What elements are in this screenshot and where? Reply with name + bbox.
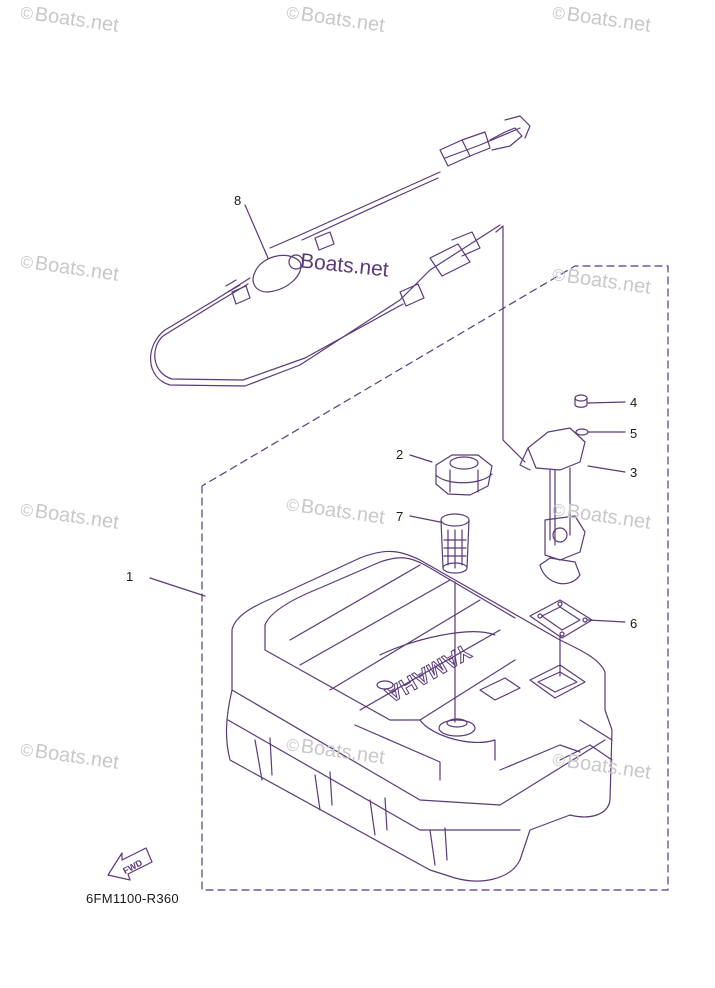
callout-3: 3 <box>630 465 638 480</box>
diagram-code: 6FM1100-R360 <box>86 891 179 906</box>
assembly-boundary <box>201 265 669 891</box>
gasket <box>529 599 593 639</box>
screw <box>574 394 588 408</box>
fuel-tank <box>225 550 613 882</box>
fuel-hose-assembly <box>150 115 531 387</box>
fuel-cap <box>435 454 493 496</box>
fwd-label: FWD <box>121 857 144 876</box>
callout-1: 1 <box>126 569 134 584</box>
callout-8: 8 <box>234 193 242 208</box>
callout-7: 7 <box>396 509 404 524</box>
fuel-gauge <box>519 427 586 585</box>
callout-5: 5 <box>630 426 638 441</box>
engine-connector <box>439 131 491 167</box>
callout-4: 4 <box>630 395 638 410</box>
strainer <box>440 513 470 574</box>
fwd-arrow <box>107 847 153 881</box>
washer <box>575 428 589 436</box>
callout-2: 2 <box>396 447 404 462</box>
callout-6: 6 <box>630 616 638 631</box>
tank-brand: YAMAHA <box>381 639 475 708</box>
primer-bulb <box>252 254 302 293</box>
tank-connector <box>429 231 481 277</box>
